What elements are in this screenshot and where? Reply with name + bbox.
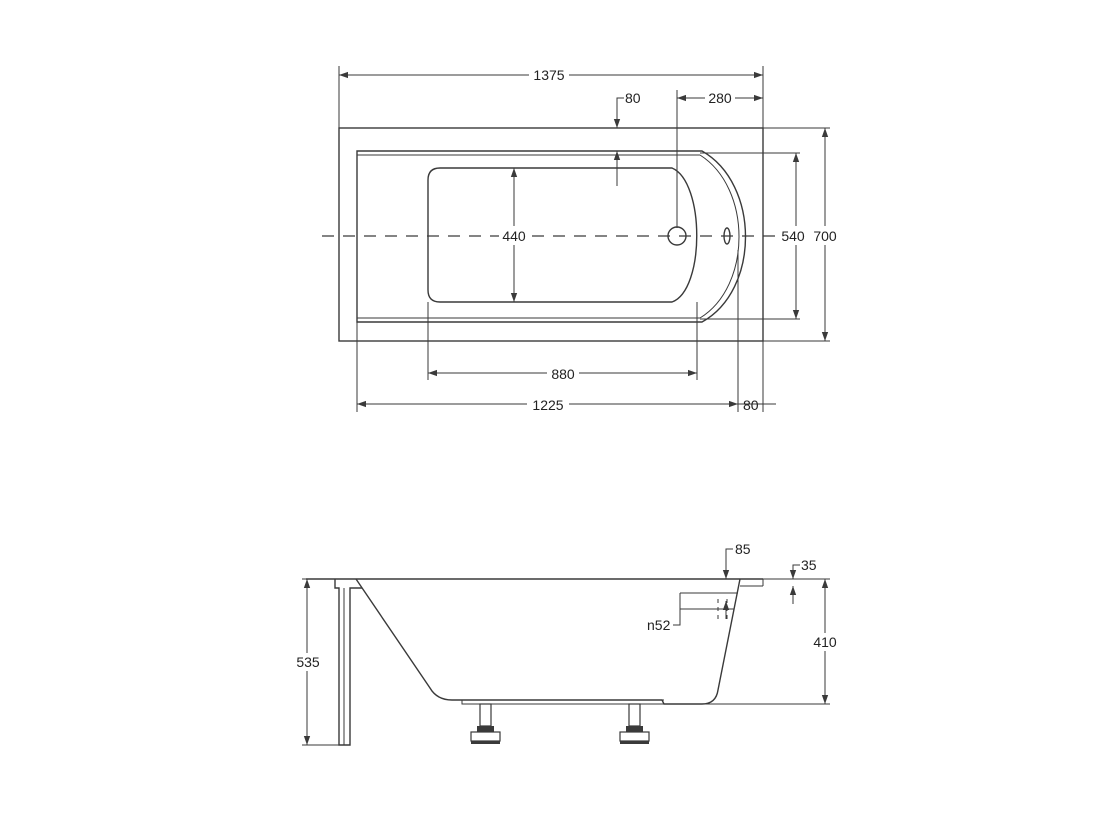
outer-rim xyxy=(338,127,764,342)
label-inner-width: 540 xyxy=(781,228,805,244)
leg-left xyxy=(470,703,501,744)
label-rim-end: 80 xyxy=(743,397,759,413)
label-rim-thickness: 35 xyxy=(801,557,817,573)
label-overflow-diameter: n52 xyxy=(647,617,671,633)
label-basin-length: 880 xyxy=(551,366,575,382)
front-panel xyxy=(334,579,362,746)
label-basin-width: 440 xyxy=(502,228,526,244)
top-view: 1375 280 80 440 540 700 880 1225 80 xyxy=(322,66,839,413)
side-view: 535 410 85 35 n52 xyxy=(294,541,840,746)
tub-body xyxy=(355,578,741,705)
label-total-height: 535 xyxy=(296,654,320,670)
label-overflow-offset: 85 xyxy=(735,541,751,557)
label-rim-top: 80 xyxy=(625,90,641,106)
label-drain-offset: 280 xyxy=(708,90,732,106)
label-overall-length: 1375 xyxy=(533,67,564,83)
label-overall-width: 700 xyxy=(813,228,837,244)
label-depth: 410 xyxy=(813,634,837,650)
leg-right xyxy=(619,703,650,744)
basin-outline xyxy=(427,167,698,303)
label-inner-length: 1225 xyxy=(532,397,563,413)
